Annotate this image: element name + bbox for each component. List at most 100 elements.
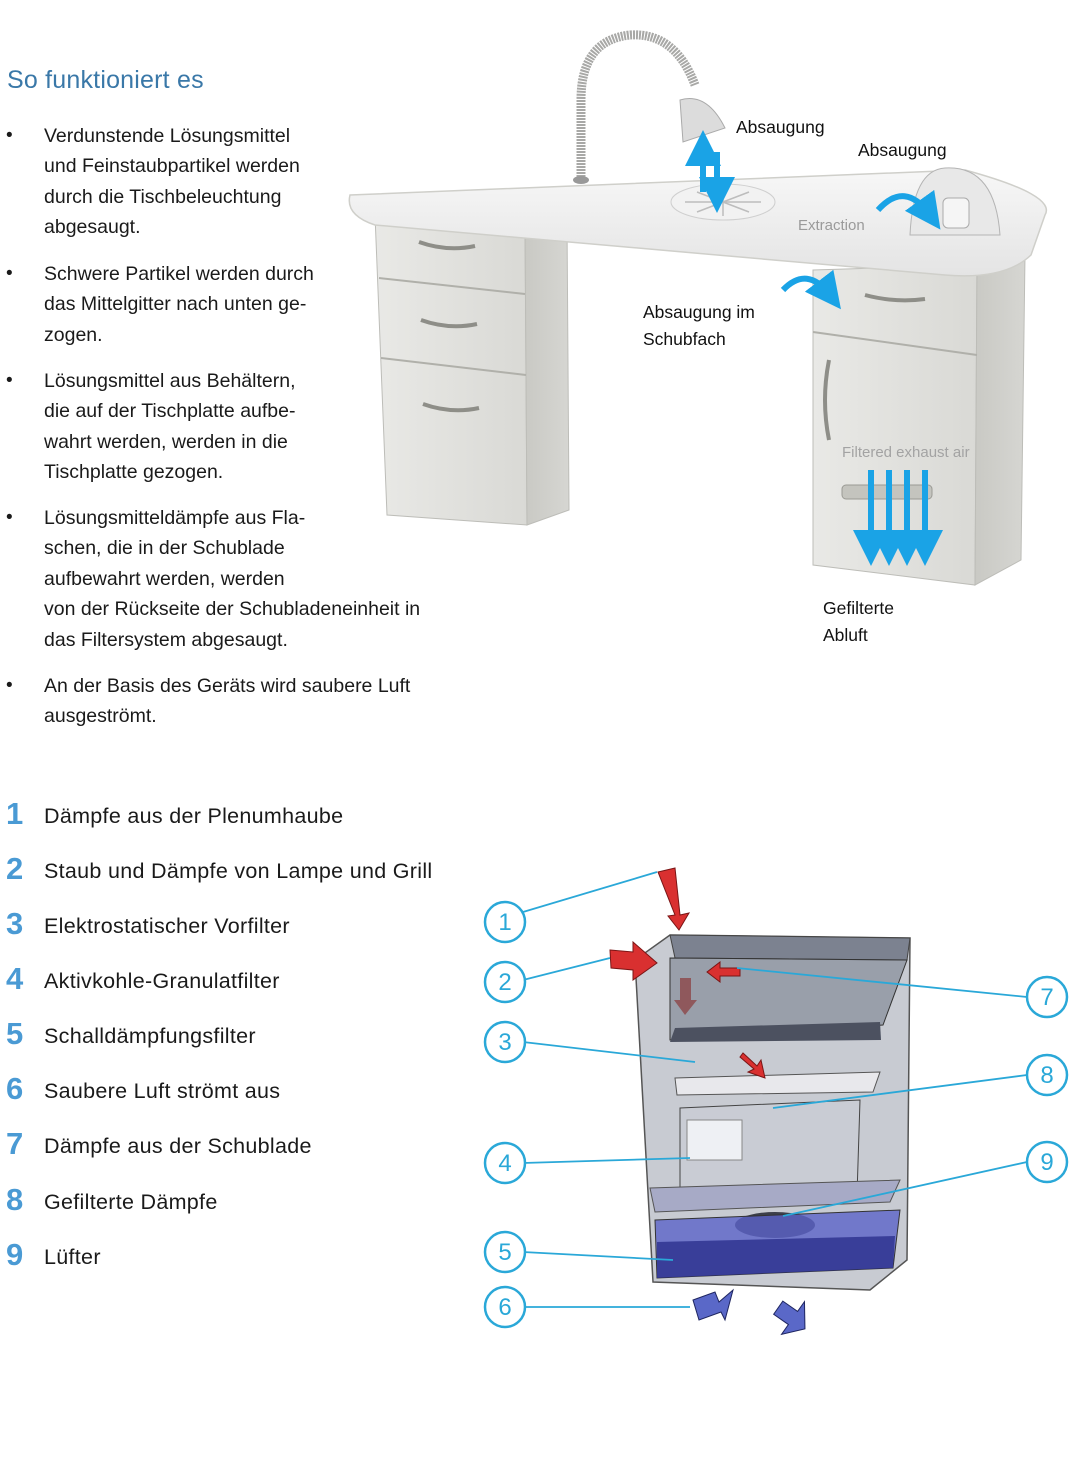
callout-number: 8 [1040, 1062, 1053, 1089]
legend-item: 9 Lüfter [0, 1237, 470, 1277]
bullet-line: aufbewahrt werden, werden [44, 568, 285, 590]
drawer-handle [420, 318, 478, 329]
legend-text: Lüfter [44, 1245, 101, 1269]
legend-number: 8 [6, 1182, 24, 1217]
callout-number: 9 [1040, 1149, 1053, 1176]
legend-text: Schalldämpfungsfilter [44, 1024, 256, 1048]
bullet-dot: • [6, 125, 13, 146]
legend-number: 5 [6, 1016, 24, 1051]
callout-number: 3 [498, 1029, 511, 1056]
legend-item: 4 Aktivkohle-Granulatfilter [0, 961, 470, 1001]
label-exhaust-2: Abluft [823, 625, 868, 645]
drawer-handle [418, 240, 476, 251]
legend-text: Staub und Dämpfe von Lampe und Grill [44, 859, 433, 883]
legend-number: 9 [6, 1237, 24, 1272]
legend-text: Elektrostatischer Vorfilter [44, 914, 290, 938]
bullet-line: Lösungsmittel aus Behältern, [44, 370, 296, 392]
drawer-handle [864, 293, 926, 303]
desk-illustration: Extraction Filtered exhaust air [345, 20, 1076, 660]
callout-number: 4 [498, 1150, 511, 1177]
callout-circle-9 [1025, 1140, 1069, 1184]
callout-number: 5 [498, 1239, 511, 1266]
legend-item: 2 Staub und Dämpfe von Lampe und Grill [0, 851, 470, 891]
intake-arrows [609, 867, 766, 1079]
callout-circle-3 [483, 1020, 527, 1064]
callout-number: 2 [498, 969, 511, 996]
red-arrow-1 [657, 867, 691, 931]
legend-number: 1 [6, 796, 24, 831]
legend-text: Dämpfe aus der Plenumhaube [44, 804, 344, 828]
callout-circle-5 [483, 1230, 527, 1274]
right-pedestal [812, 254, 1026, 586]
callout-numbers: 1 2 3 4 5 6 7 8 9 [498, 909, 1053, 1321]
bullet-line: Schwere Partikel werden durch [44, 263, 314, 285]
label-absaugung-hood: Absaugung [858, 140, 947, 160]
bullet-line: An der Basis des Geräts wird saubere Luf… [44, 675, 411, 697]
callout-number: 7 [1040, 984, 1053, 1011]
cabinet-top-rim [669, 934, 911, 961]
callout-number: 6 [498, 1294, 511, 1321]
red-arrow-small [739, 1052, 766, 1079]
bullet-line: durch die Tischbeleuchtung [44, 186, 282, 208]
bullet-line: Tischplatte gezogen. [44, 461, 224, 483]
bullet-list: • Verdunstende Lösungsmittel und Feinsta… [0, 0, 460, 740]
legend-number: 6 [6, 1071, 24, 1106]
legend-text: Gefilterte Dämpfe [44, 1190, 218, 1214]
callout-circle-2 [483, 960, 527, 1004]
filtered-exhaust-text: Filtered exhaust air [842, 444, 970, 461]
legend-item: 1 Dämpfe aus der Plenumhaube [0, 796, 470, 836]
left-pedestal [374, 214, 570, 526]
bullet-line: schen, die in der Schublade [44, 537, 285, 559]
callout-circle-1 [483, 900, 527, 944]
callout-circle-6 [483, 1285, 527, 1329]
bullet-dot: • [6, 263, 13, 284]
drawer-handle [422, 402, 480, 413]
desk-drawing: Extraction Filtered exhaust air [348, 30, 1048, 586]
cabinet-drawing: 1 2 3 4 5 6 7 8 9 [483, 867, 1069, 1336]
bullet-line: das Filtersystem abgesaugt. [44, 629, 288, 651]
legend-text: Dämpfe aus der Schublade [44, 1134, 312, 1158]
airflow-arrows [685, 130, 943, 566]
bullet-line: Lösungsmitteldämpfe aus Fla- [44, 507, 306, 529]
bullet-line: die auf der Tischplatte aufbe- [44, 400, 296, 422]
section-title: So funktioniert es [7, 66, 204, 94]
drawer-bottom [670, 1022, 881, 1042]
acoustic-filter-base [657, 1236, 895, 1278]
bullet-dot: • [6, 507, 13, 528]
bullet-dot: • [6, 675, 13, 696]
extraction-text: Extraction [798, 217, 865, 234]
bullet-line: abgesaugt. [44, 216, 141, 238]
table-top [348, 169, 1048, 277]
callout-circle-8 [1025, 1053, 1069, 1097]
legend-number: 3 [6, 906, 24, 941]
callout-circle-4 [483, 1141, 527, 1185]
label-absaugung-drawer-2: Schubfach [643, 329, 726, 349]
legend-item: 7 Dämpfe aus der Schublade [0, 1126, 470, 1166]
red-arrow-7 [706, 960, 741, 984]
filter-label-plate [686, 1119, 743, 1161]
bullet-line: und Feinstaubpartikel werden [44, 155, 300, 177]
red-arrow-2 [609, 940, 658, 981]
hood-flap [942, 197, 970, 229]
bullet-line: Verdunstende Lösungsmittel [44, 125, 291, 147]
label-absaugung-lamp: Absaugung [736, 117, 825, 137]
legend-text: Saubere Luft strömt aus [44, 1079, 281, 1103]
label-exhaust-1: Gefilterte [823, 598, 894, 618]
filter-cabinet-diagram: 1 2 3 4 5 6 7 8 9 [475, 850, 1075, 1350]
callout-number: 1 [498, 909, 511, 936]
bullet-line: wahrt werden, werden in die [44, 431, 288, 453]
callout-lines [522, 871, 1028, 1308]
bullet-line: zogen. [44, 324, 103, 346]
legend-item: 3 Elektrostatischer Vorfilter [0, 906, 470, 946]
prefilter-plate [674, 1071, 881, 1096]
label-absaugung-drawer-1: Absaugung im [643, 302, 755, 322]
callout-circle-7 [1025, 975, 1069, 1019]
exhaust-arrows [692, 1288, 806, 1336]
bullet-line: von der Rückseite der Schubladeneinheit … [44, 598, 421, 620]
door-handle [823, 359, 831, 441]
bullet-line: das Mittelgitter nach unten ge- [44, 293, 307, 315]
legend-number: 7 [6, 1126, 24, 1161]
inner-red-arrow [674, 978, 697, 1015]
legend-number: 2 [6, 851, 24, 886]
legend-item: 5 Schalldämpfungsfilter [0, 1016, 470, 1056]
